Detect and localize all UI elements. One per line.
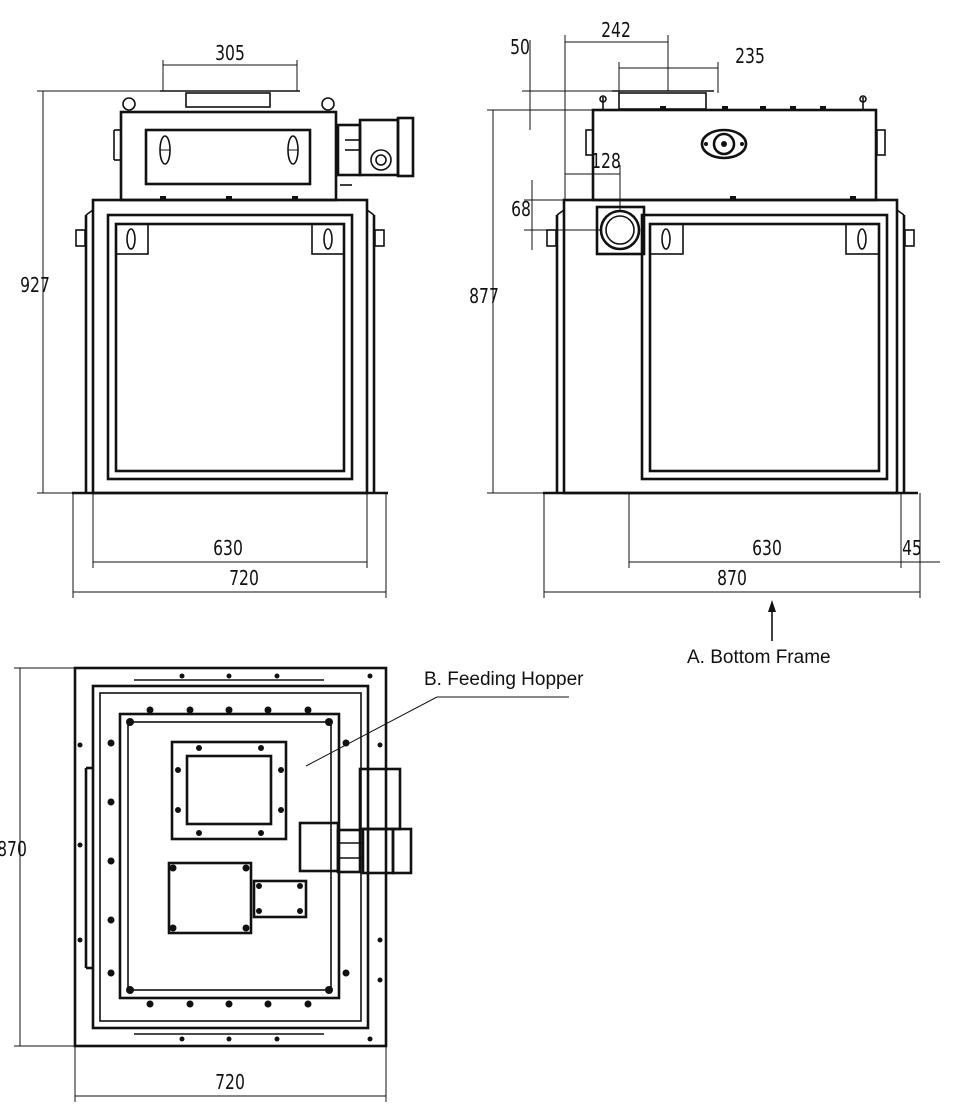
plan-dimensions: 870 720	[0, 667, 387, 1102]
dim-305: 305	[215, 42, 245, 65]
front-dimensions: 305 927 630 720	[20, 42, 387, 598]
dim-630-front: 630	[213, 537, 243, 560]
label-bottom-frame: A. Bottom Frame	[687, 647, 831, 668]
side-dimensions: 242 235 50 128 68 877 630 45	[469, 19, 940, 598]
dim-242: 242	[601, 19, 631, 42]
dim-870-plan: 870	[0, 838, 27, 861]
front-view	[72, 90, 415, 495]
dim-720-front: 720	[229, 567, 259, 590]
dim-68: 68	[511, 198, 531, 221]
dim-50: 50	[510, 36, 530, 59]
side-view	[543, 90, 918, 641]
dim-45: 45	[902, 537, 922, 560]
dim-128: 128	[591, 150, 621, 173]
dim-630-side: 630	[752, 537, 782, 560]
dim-927: 927	[20, 274, 50, 297]
label-feeding-hopper: B. Feeding Hopper	[424, 669, 584, 690]
dim-235: 235	[735, 45, 765, 68]
dim-720-plan: 720	[215, 1071, 245, 1094]
dim-877: 877	[469, 285, 499, 308]
plan-view	[73, 666, 569, 1048]
dim-870-side: 870	[717, 567, 747, 590]
